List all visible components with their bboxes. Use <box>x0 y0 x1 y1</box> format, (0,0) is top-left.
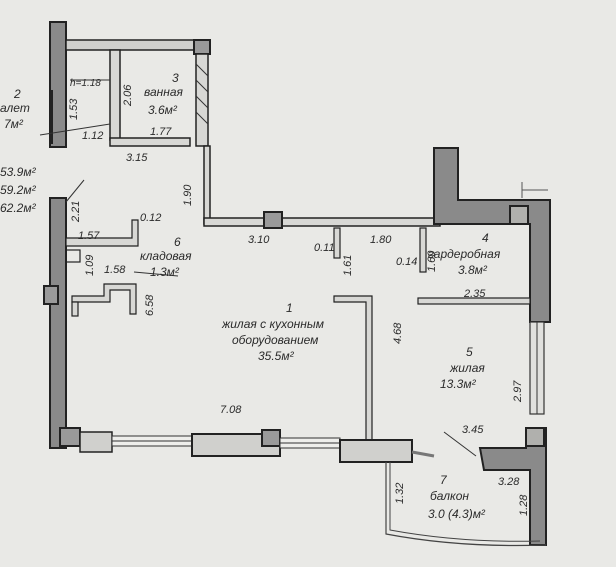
leader-line <box>133 271 179 277</box>
column-bottom-left <box>59 427 81 447</box>
leader-line <box>65 179 85 203</box>
leader-line <box>39 123 111 136</box>
wall-wardrobe-bottom <box>417 297 531 305</box>
wall-left-main <box>49 197 67 449</box>
dim-0-14: 0.14 <box>396 256 418 268</box>
dim-1-61: 1.61 <box>342 254 354 276</box>
wall-bottom-right <box>339 439 413 463</box>
wall-storage-bottom <box>71 283 137 315</box>
balcony-door <box>411 450 435 458</box>
dim-0-11: 0.11 <box>314 242 335 254</box>
dim-3-45: 3.45 <box>462 424 484 436</box>
balcony-rail-inner <box>389 462 541 542</box>
total-area-3: 62.2м² <box>0 201 36 215</box>
column-mid-top <box>263 211 283 229</box>
wall-niche <box>65 249 81 263</box>
wall-left-upper <box>49 21 67 148</box>
wall-bath-left <box>109 49 121 141</box>
room-7-area: 3.0 (4.3)м² <box>428 507 485 521</box>
room-1-area: 35.5м² <box>258 349 294 363</box>
dim-1-58: 1.58 <box>104 264 126 276</box>
height-note: h=1.18 <box>70 78 101 89</box>
dim-1-12: 1.12 <box>82 130 104 142</box>
room-4-area: 3.8м² <box>458 263 487 277</box>
balcony-rail <box>385 462 547 547</box>
dim-7-08: 7.08 <box>220 404 242 416</box>
dim-0-12: 0.12 <box>140 212 162 224</box>
column-top <box>193 39 211 55</box>
wall-top-bath <box>65 39 197 51</box>
room-6-number: 6 <box>174 235 181 249</box>
room-4-number: 4 <box>482 231 489 245</box>
dim-2-35: 2.35 <box>464 288 486 300</box>
dim-1-90: 1.90 <box>182 184 194 206</box>
room-2-number: 2 <box>14 87 21 101</box>
dim-1-80: 1.80 <box>370 234 392 246</box>
room-3-area: 3.6м² <box>148 103 177 117</box>
dim-1-32: 1.32 <box>394 482 406 504</box>
column-bottom-mid <box>261 429 281 447</box>
wall-stub <box>333 227 341 259</box>
wall-bath-right <box>195 53 209 147</box>
wall-bath-bottom <box>109 137 191 147</box>
room-4-name: гардеробная <box>428 247 501 261</box>
room-5-number: 5 <box>466 345 473 359</box>
leader-line <box>443 431 477 457</box>
bath-vent-hatching <box>195 63 209 125</box>
room-2-area: 7м² <box>4 117 23 131</box>
room-5-area: 13.3м² <box>440 377 476 391</box>
wall-main-top <box>203 217 441 227</box>
room-6-area: 1.3м² <box>150 265 179 279</box>
wall-hall-right <box>203 145 211 225</box>
dim-6-58: 6.58 <box>144 294 156 316</box>
dim-1-77: 1.77 <box>150 126 172 138</box>
dim-2-97: 2.97 <box>512 380 524 402</box>
room-7-number: 7 <box>440 473 447 487</box>
dim-1-57: 1.57 <box>78 230 100 242</box>
room-1-name-line2: оборудованием <box>232 333 319 347</box>
dim-2-21: 2.21 <box>70 200 82 222</box>
wall-wardrobe-left <box>419 227 427 273</box>
room-1-name-line1: жилая с кухонным <box>222 317 324 331</box>
dim-1-53: 1.53 <box>68 98 80 120</box>
wall-storage-top <box>65 219 139 247</box>
dim-1-60: 1.60 <box>426 250 438 272</box>
dim-1-28: 1.28 <box>518 494 530 516</box>
total-area-1: 53.9м² <box>0 165 36 179</box>
dim-3-28: 3.28 <box>498 476 520 488</box>
room-6-name: кладовая <box>140 249 192 263</box>
room-3-number: 3 <box>172 71 179 85</box>
dim-3-10: 3.10 <box>248 234 270 246</box>
dim-3-15: 3.15 <box>126 152 148 164</box>
room-5-name: жилая <box>450 361 485 375</box>
wall-bottom-seg <box>79 431 113 453</box>
room-1-number: 1 <box>286 301 293 315</box>
room-3-name: ванная <box>144 85 183 99</box>
column-balcony <box>525 427 545 447</box>
dim-2-06: 2.06 <box>122 84 134 106</box>
dim-4-68: 4.68 <box>392 322 404 344</box>
dim-1-09: 1.09 <box>84 254 96 276</box>
total-area-2: 59.2м² <box>0 183 36 197</box>
column-left <box>43 285 59 305</box>
room-2-name: алет <box>0 101 30 115</box>
wall-storage-stub <box>71 301 79 317</box>
column-right <box>509 205 529 225</box>
room-7-name: балкон <box>430 489 469 503</box>
wall-right-block <box>433 147 551 323</box>
